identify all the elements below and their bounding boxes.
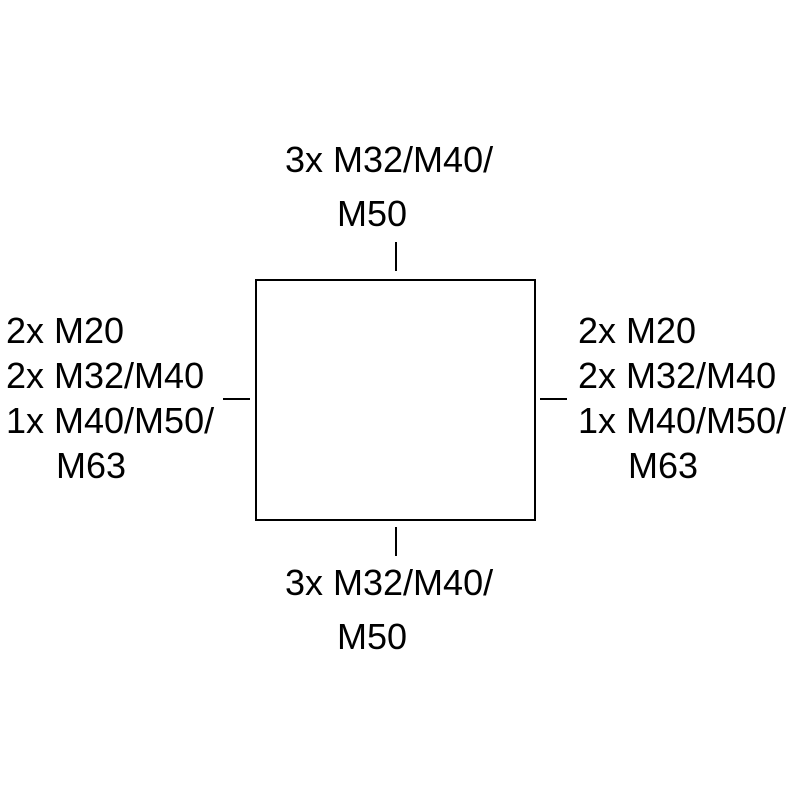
top-entry-label: 3x M32/M40/ M50 [285,137,493,237]
left-entry-line: M63 [56,445,127,486]
right-entry-line: M63 [628,445,699,486]
left-entry-marker [223,398,250,400]
enclosure-outline [255,279,536,521]
right-entry-line: 2x M32/M40 [578,355,777,396]
top-entry-line: 3x M32/M40/ [285,139,494,180]
right-entry-line: 1x M40/M50/ [578,400,787,441]
left-entry-line: 1x M40/M50/ [6,400,215,441]
left-entry-line: 2x M20 [6,310,125,351]
right-entry-label: 2x M20 2x M32/M40 1x M40/M50/ M63 [578,308,786,488]
top-entry-line: M50 [337,193,408,234]
bottom-entry-marker [395,527,397,556]
left-entry-line: 2x M32/M40 [6,355,205,396]
bottom-entry-label: 3x M32/M40/ M50 [285,560,493,660]
bottom-entry-line: 3x M32/M40/ [285,562,494,603]
right-entry-marker [540,398,567,400]
right-entry-line: 2x M20 [578,310,697,351]
bottom-entry-line: M50 [337,616,408,657]
left-entry-label: 2x M20 2x M32/M40 1x M40/M50/ M63 [6,308,214,488]
top-entry-marker [395,242,397,271]
